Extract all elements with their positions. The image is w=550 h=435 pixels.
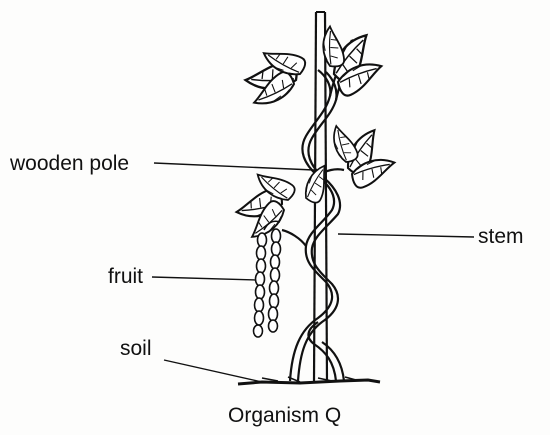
- soil-leader: [164, 360, 262, 382]
- fruit-leader: [152, 277, 256, 280]
- soil-line: [238, 377, 380, 384]
- soil-label: soil: [120, 338, 152, 359]
- wooden-pole-leader: [154, 163, 314, 170]
- stem-leader: [338, 234, 474, 237]
- stem-label: stem: [478, 226, 524, 247]
- fruit-label: fruit: [108, 266, 143, 287]
- diagram-caption: Organism Q: [228, 405, 341, 426]
- wooden-pole-label: wooden pole: [10, 153, 129, 174]
- fruit-pods: [254, 221, 281, 337]
